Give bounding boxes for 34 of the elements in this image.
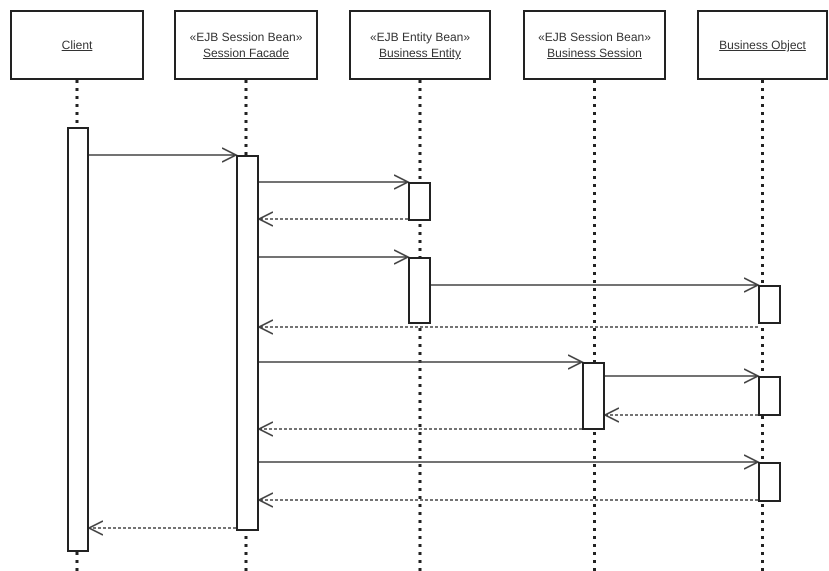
- object-box: [349, 10, 491, 80]
- activation-bar: [67, 127, 89, 552]
- message-arrow: [89, 147, 237, 163]
- activation-bar: [758, 376, 781, 416]
- object-name: Business Session: [547, 45, 642, 61]
- activation-bar: [408, 257, 431, 324]
- message-arrow: [605, 368, 759, 384]
- message-arrow: [431, 277, 759, 293]
- return-message-arrow: [258, 319, 758, 335]
- message-arrow: [259, 174, 409, 190]
- activation-bar: [236, 155, 259, 531]
- return-message-arrow: [258, 492, 758, 508]
- return-message-arrow: [88, 520, 236, 536]
- message-arrow: [259, 249, 409, 265]
- activation-bar: [408, 182, 431, 221]
- object-name: Client: [62, 37, 92, 53]
- activation-bar: [582, 362, 605, 430]
- stereotype-label: «EJB Entity Bean»: [370, 29, 470, 45]
- object-box: [523, 10, 666, 80]
- object-name: Session Facade: [202, 45, 290, 61]
- message-arrow: [259, 354, 583, 370]
- activation-bar: [758, 462, 781, 502]
- object-box: [10, 10, 144, 80]
- return-message-arrow: [258, 211, 408, 227]
- message-arrow: [259, 454, 759, 470]
- object-name: Business Entity: [378, 45, 462, 61]
- object-box: [697, 10, 828, 80]
- return-message-arrow: [258, 421, 582, 437]
- stereotype-label: «EJB Session Bean»: [538, 29, 651, 45]
- stereotype-label: «EJB Session Bean»: [190, 29, 302, 45]
- activation-bar: [758, 285, 781, 324]
- object-box: [174, 10, 318, 80]
- return-message-arrow: [604, 407, 758, 423]
- object-name: Business Object: [719, 37, 806, 53]
